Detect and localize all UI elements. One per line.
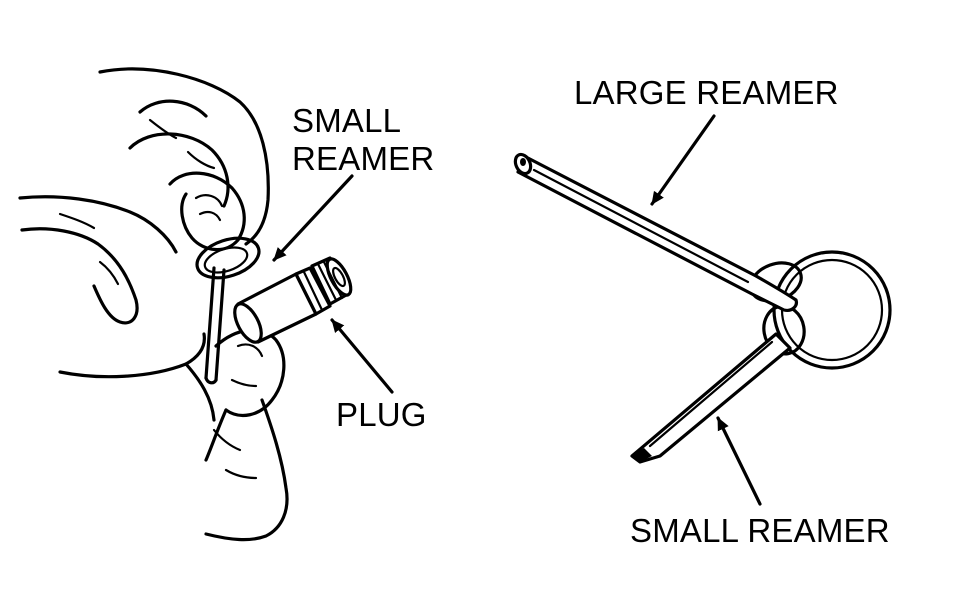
label-small-reamer-left-line2: REAMER [292,140,435,177]
label-large-reamer: LARGE REAMER [574,74,839,111]
small-reamer-right-arrow [716,416,762,506]
label-small-reamer-right: SMALL REAMER [630,512,890,549]
plug-arrow [330,318,394,394]
reamer-set-drawing [513,152,892,464]
small-reamer-left-arrow [272,174,354,262]
hand-with-plug-drawing [18,67,353,542]
label-small-reamer-left-line1: SMALL [292,102,402,139]
large-reamer-arrow [650,114,716,206]
label-plug: PLUG [336,396,427,433]
